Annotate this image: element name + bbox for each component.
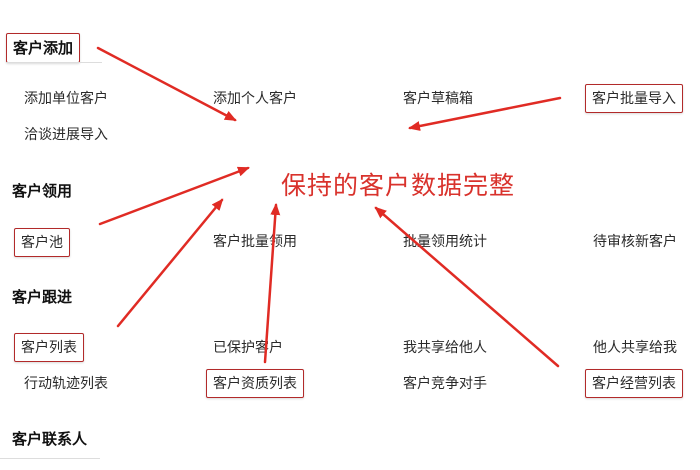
- menu-item-client-operation-list[interactable]: 客户经营列表: [585, 369, 683, 398]
- menu-item-client-pool[interactable]: 客户池: [14, 228, 70, 257]
- annotation-headline: 保持的客户数据完整: [281, 171, 516, 200]
- menu-item-shared-to-others[interactable]: 我共享给他人: [403, 340, 487, 356]
- menu-item-pending-review-clients[interactable]: 待审核新客户: [593, 234, 677, 250]
- menu-item-client-drafts[interactable]: 客户草稿箱: [403, 91, 473, 107]
- menu-item-shared-with-me[interactable]: 他人共享给我: [593, 340, 677, 356]
- menu-item-negotiation-progress-import[interactable]: 洽谈进展导入: [24, 127, 108, 143]
- menu-item-batch-claim-stats[interactable]: 批量领用统计: [403, 234, 487, 250]
- menu-item-activity-track-list[interactable]: 行动轨迹列表: [24, 376, 108, 392]
- menu-item-add-company-client[interactable]: 添加单位客户: [24, 91, 108, 107]
- section-heading-add: 客户添加: [6, 33, 81, 63]
- menu-item-add-personal-client[interactable]: 添加个人客户: [213, 91, 297, 107]
- menu-item-protected-clients[interactable]: 已保护客户: [213, 340, 283, 356]
- section-heading-claim: 客户领用: [12, 182, 73, 200]
- section-heading-contact: 客户联系人: [12, 430, 88, 448]
- divider: [0, 458, 100, 459]
- menu-item-client-batch-import[interactable]: 客户批量导入: [585, 84, 683, 113]
- arrow-from-add-heading: [96, 46, 237, 122]
- menu-item-client-competitors[interactable]: 客户竞争对手: [403, 376, 487, 392]
- section-heading-follow: 客户跟进: [12, 288, 73, 306]
- arrow-from-client-list: [116, 198, 224, 328]
- menu-item-client-list[interactable]: 客户列表: [14, 333, 84, 362]
- arrow-from-client-pool: [98, 166, 250, 226]
- menu-item-client-qualification-list[interactable]: 客户资质列表: [206, 369, 304, 398]
- divider: [6, 62, 102, 63]
- menu-item-client-batch-claim[interactable]: 客户批量领用: [213, 234, 297, 250]
